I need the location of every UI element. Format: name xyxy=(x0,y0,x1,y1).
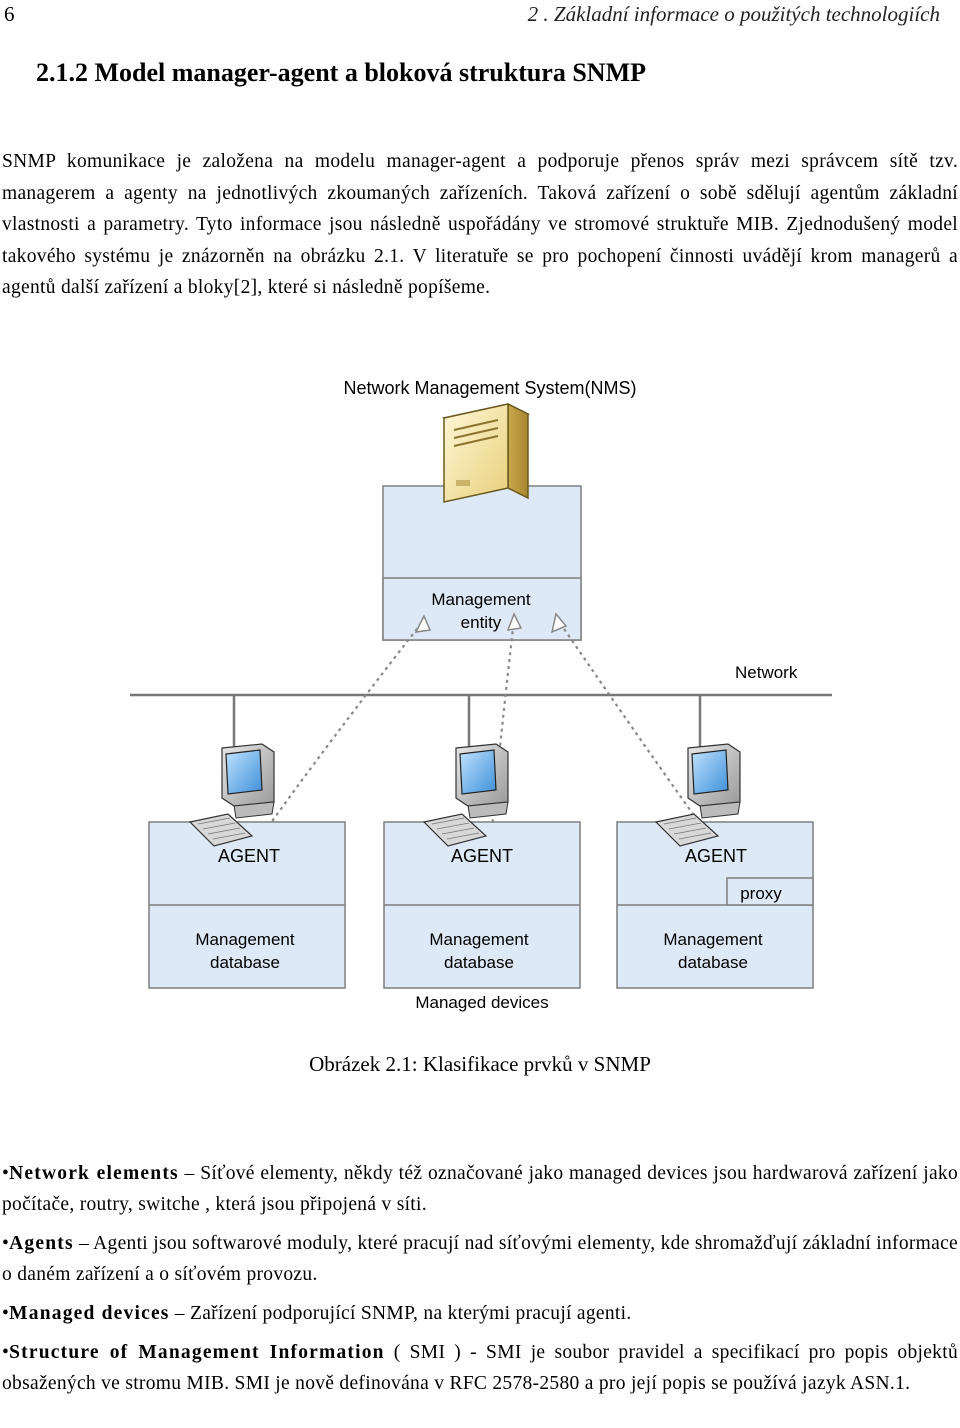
agent-label-3: AGENT xyxy=(685,846,747,866)
definition-separator: – xyxy=(73,1233,94,1254)
definition-term: Network elements xyxy=(9,1163,179,1184)
definition-term: Managed devices xyxy=(9,1303,170,1324)
dashed-arrow-middle xyxy=(488,619,516,851)
arrowhead-left xyxy=(414,614,432,633)
definition-separator: – xyxy=(178,1163,201,1184)
proxy-label: proxy xyxy=(740,884,782,903)
bullet-marker: • xyxy=(2,1342,10,1363)
bullet-marker: • xyxy=(2,1303,10,1324)
definition-text: Zařízení podporující SNMP, na kterými pr… xyxy=(190,1303,632,1324)
computer-icon xyxy=(188,743,275,847)
arrowhead-right xyxy=(550,612,568,634)
nms-label: Network Management System(NMS) xyxy=(343,378,636,398)
arrowhead-middle xyxy=(506,612,523,631)
page-number: 6 xyxy=(4,2,15,26)
definition-item: •Network elements – Síťové elementy, něk… xyxy=(2,1158,958,1220)
managed-devices-label: Managed devices xyxy=(415,993,548,1012)
server-icon xyxy=(441,402,531,503)
definition-separator: – xyxy=(169,1303,190,1324)
mgmt-db-label-1b: database xyxy=(210,953,280,972)
figure-caption: Obrázek 2.1: Klasifikace prvků v SNMP xyxy=(309,1052,651,1076)
management-entity-label-2: entity xyxy=(461,613,502,632)
bullet-marker: • xyxy=(2,1163,10,1184)
network-label: Network xyxy=(735,663,798,682)
mgmt-db-label-1: Management xyxy=(195,930,295,949)
mgmt-db-label-3: Management xyxy=(663,930,763,949)
definition-term: Agents xyxy=(9,1233,74,1254)
mgmt-db-label-2: Management xyxy=(429,930,529,949)
bullet-marker: • xyxy=(2,1233,10,1254)
definition-separator: ( SMI ) - xyxy=(384,1342,487,1363)
agent-label-2: AGENT xyxy=(451,846,513,866)
mgmt-db-label-3b: database xyxy=(678,953,748,972)
proxy-box xyxy=(726,877,814,906)
computer-icon xyxy=(422,743,509,847)
definition-item: •Managed devices – Zařízení podporující … xyxy=(2,1298,958,1329)
definition-item: •Agents – Agenti jsou softwarové moduly,… xyxy=(2,1228,958,1290)
section-title: 2.1.2 Model manager-agent a bloková stru… xyxy=(36,58,647,87)
dashed-arrow-left xyxy=(259,619,425,839)
agent-label-1: AGENT xyxy=(218,846,280,866)
definition-text: SMI je soubor pravidel a specifikací pro… xyxy=(2,1342,958,1394)
definition-term: Structure of Management Information xyxy=(9,1342,385,1363)
dashed-arrow-right xyxy=(557,619,711,839)
computer-icon xyxy=(654,743,741,847)
definition-text: Síťové elementy, někdy též označované ja… xyxy=(2,1163,959,1215)
definition-text: Agenti jsou softwarové moduly, které pra… xyxy=(2,1233,958,1285)
running-head: 2 . Základní informace o použitých techn… xyxy=(527,2,940,26)
management-entity-label: Management xyxy=(431,590,531,609)
mgmt-db-label-2b: database xyxy=(444,953,514,972)
intro-paragraph: SNMP komunikace je založena na modelu ma… xyxy=(2,151,958,298)
definition-item: •Structure of Management Information ( S… xyxy=(2,1337,958,1399)
snmp-diagram: Network Management System(NMS) Managemen… xyxy=(130,378,832,1012)
